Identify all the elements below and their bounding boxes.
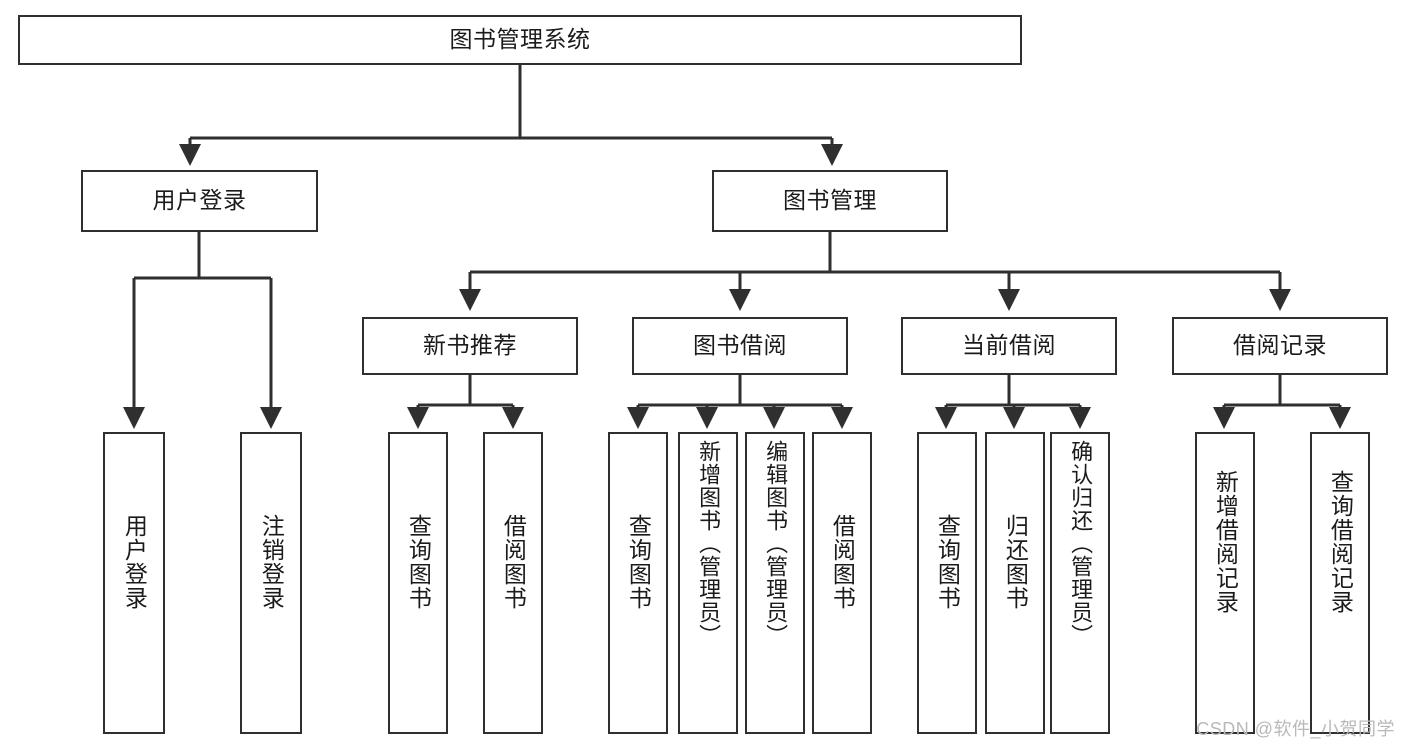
node-label: 新增借阅记录: [1212, 470, 1239, 614]
node-new-book-recommend[interactable]: 新书推荐: [362, 317, 578, 375]
leaf-query-book-current[interactable]: 查询图书: [917, 432, 977, 734]
node-label: 查询图书: [934, 514, 961, 610]
node-label: 用户登录: [152, 187, 247, 214]
node-book-borrow[interactable]: 图书借阅: [632, 317, 848, 375]
leaf-query-borrow-record[interactable]: 查询借阅记录: [1310, 432, 1370, 734]
leaf-confirm-return[interactable]: 确认归还（管理员）: [1050, 432, 1110, 734]
node-label: 查询图书: [405, 514, 432, 610]
leaf-add-borrow-record[interactable]: 新增借阅记录: [1195, 432, 1255, 734]
node-label: 注销登录: [258, 514, 285, 610]
node-label: 新书推荐: [423, 332, 517, 359]
node-label: 借阅记录: [1233, 332, 1327, 359]
node-user-login[interactable]: 用户登录: [81, 170, 318, 232]
leaf-edit-book[interactable]: 编辑图书（管理员）: [745, 432, 805, 734]
node-label: 当前借阅: [962, 332, 1056, 359]
node-label: 新增图书（管理员）: [696, 440, 722, 647]
node-label: 图书管理: [783, 187, 877, 214]
node-current-borrow[interactable]: 当前借阅: [901, 317, 1117, 375]
leaf-add-book[interactable]: 新增图书（管理员）: [678, 432, 738, 734]
node-label: 用户登录: [121, 514, 148, 610]
node-borrow-record[interactable]: 借阅记录: [1172, 317, 1388, 375]
leaf-logout-login[interactable]: 注销登录: [240, 432, 302, 734]
node-book-management[interactable]: 图书管理: [712, 170, 948, 232]
node-label: 查询图书: [625, 514, 652, 610]
leaf-user-login[interactable]: 用户登录: [103, 432, 165, 734]
leaf-borrow-book-recommend[interactable]: 借阅图书: [483, 432, 543, 734]
leaf-return-book[interactable]: 归还图书: [985, 432, 1045, 734]
leaf-borrow-book-borrow[interactable]: 借阅图书: [812, 432, 872, 734]
node-label: 借阅图书: [500, 514, 527, 610]
node-label: 归还图书: [1002, 514, 1029, 610]
node-label: 查询借阅记录: [1327, 470, 1354, 614]
node-label: 确认归还（管理员）: [1068, 440, 1094, 647]
node-label: 图书管理系统: [449, 26, 591, 53]
node-label: 编辑图书（管理员）: [763, 440, 789, 647]
node-label: 图书借阅: [693, 332, 787, 359]
node-label: 借阅图书: [829, 514, 856, 610]
watermark-text: CSDN @软件_小贺同学: [1196, 719, 1395, 739]
leaf-query-book-recommend[interactable]: 查询图书: [388, 432, 448, 734]
node-root-book-management-system[interactable]: 图书管理系统: [18, 15, 1022, 65]
leaf-query-book-borrow[interactable]: 查询图书: [608, 432, 668, 734]
